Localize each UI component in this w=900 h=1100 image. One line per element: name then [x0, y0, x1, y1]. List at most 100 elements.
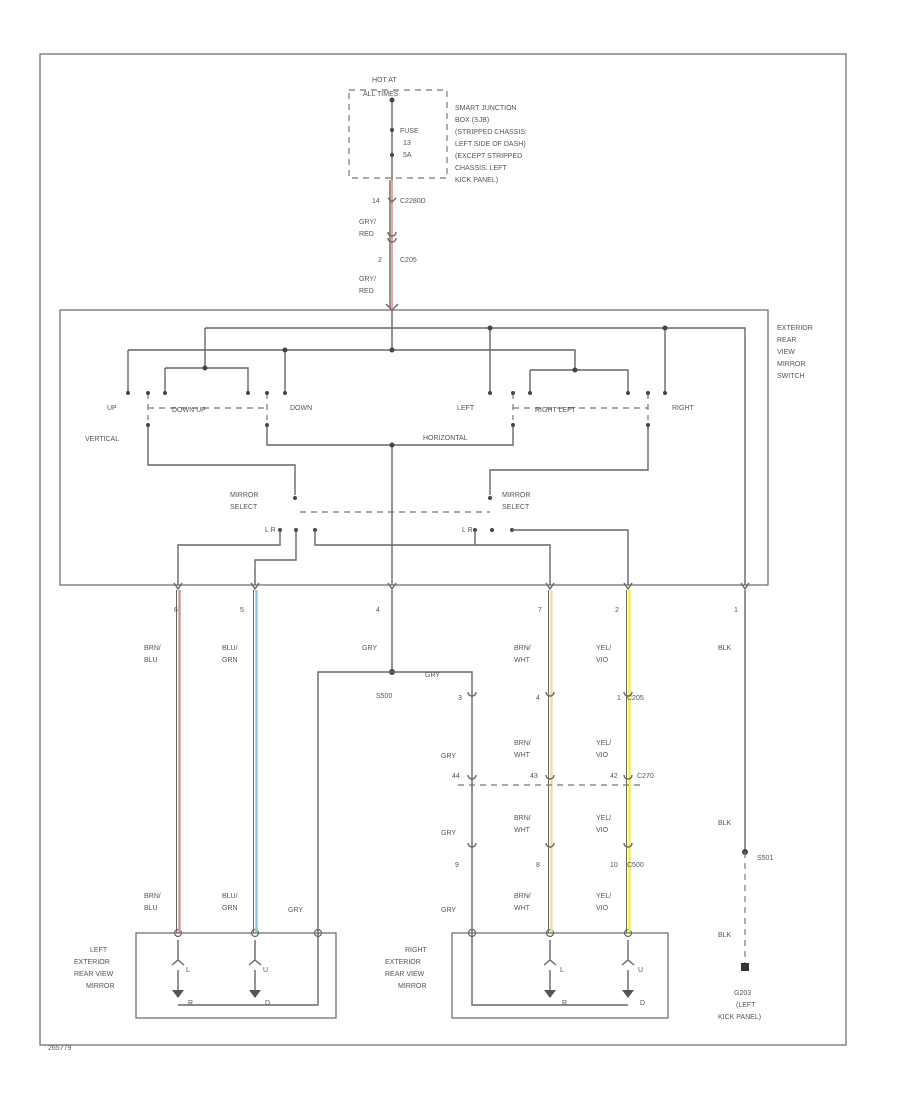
c500-label: C500	[627, 862, 644, 869]
svg-text:VIEW: VIEW	[777, 349, 795, 356]
page-code: 265779	[48, 1045, 71, 1052]
svg-text:MIRROR: MIRROR	[777, 361, 805, 368]
l-blu-label: BLU/	[222, 893, 238, 900]
up-label: UP	[107, 405, 117, 412]
c270-label: C270	[637, 773, 654, 780]
switch-pin-connector	[623, 582, 633, 591]
svg-text:EXTERIOR: EXTERIOR	[777, 325, 813, 332]
svg-text:SWITCH: SWITCH	[777, 373, 805, 380]
c205-pin-b: 4	[536, 695, 540, 702]
horizontal-label: HORIZONTAL	[423, 435, 468, 442]
svg-text:REAR VIEW: REAR VIEW	[385, 971, 425, 978]
left-label: LEFT	[457, 405, 475, 412]
ground-symbol	[741, 963, 749, 971]
c205-pin-c: 1	[617, 695, 621, 702]
wire-color-label: GRY/	[359, 219, 376, 226]
wire-label-brn-blu: BRN/	[144, 645, 161, 652]
left-mirror-label: LEFT EXTERIOR REAR VIEW MIRROR	[74, 947, 114, 990]
wire-color-label: GRY/	[359, 276, 376, 283]
r-yel-label-2: VIO	[596, 905, 609, 912]
ground-label: G203 (LEFT KICK PANEL)	[718, 990, 761, 1021]
c500-pin-a: 9	[455, 862, 459, 869]
brn-wht-lower-2: WHT	[514, 827, 531, 834]
svg-text:SMART JUNCTION: SMART JUNCTION	[455, 105, 517, 112]
fuse-label: FUSE	[400, 128, 419, 135]
svg-text:EXTERIOR: EXTERIOR	[385, 959, 421, 966]
yel-vio-mid-2: VIO	[596, 752, 609, 759]
wire-color-label: RED	[359, 288, 374, 295]
wire-label-brn-wht: BRN/	[514, 645, 531, 652]
svg-text:CHASSIS: LEFT: CHASSIS: LEFT	[455, 165, 507, 172]
c270-pin-c: 42	[610, 773, 618, 780]
svg-text:D: D	[640, 1000, 645, 1007]
svg-text:REAR VIEW: REAR VIEW	[74, 971, 114, 978]
down-up-label: DOWN UP	[172, 407, 206, 414]
svg-text:LEFT: LEFT	[90, 947, 108, 954]
l-brn-label-2: BLU	[144, 905, 158, 912]
pin-6: 6	[174, 607, 178, 614]
c205-pin-upper: 2	[378, 257, 382, 264]
switch-pin-connector	[387, 582, 397, 591]
yel-vio-lower: YEL/	[596, 815, 611, 822]
brn-wht-lower: BRN/	[514, 815, 531, 822]
fuse-number: 13	[403, 140, 411, 147]
switch-pin-connector	[740, 582, 750, 591]
wire-label-blk: BLK	[718, 645, 732, 652]
svg-text:U: U	[263, 967, 268, 974]
sjb-label: SMART JUNCTION BOX (SJB) (STRIPPED CHASS…	[455, 105, 527, 184]
l-brn-label: BRN/	[144, 893, 161, 900]
splice-s500-label: S500	[376, 693, 392, 700]
lr-left: L R	[265, 527, 276, 534]
sjb-box	[348, 89, 448, 179]
wire-label-yel-vio: YEL/	[596, 645, 611, 652]
harness-wires	[176, 590, 746, 933]
pin-2: 2	[615, 607, 619, 614]
switch-pin-connector	[173, 582, 183, 591]
wire-color-label: RED	[359, 231, 374, 238]
mirror-switch-label: EXTERIOR REAR VIEW MIRROR SWITCH	[777, 325, 813, 380]
wire-label-brn-wht-2: WHT	[514, 657, 531, 664]
pin-5: 5	[240, 607, 244, 614]
svg-text:(STRIPPED CHASSIS:: (STRIPPED CHASSIS:	[455, 129, 527, 136]
mirror-select-left-2: SELECT	[230, 504, 258, 511]
c270-pin-a: 44	[452, 773, 460, 780]
wire-label-yel-vio-2: VIO	[596, 657, 609, 664]
c2280d-pin: 14	[372, 198, 380, 205]
splice-s501-label: S501	[757, 855, 773, 862]
yel-vio-lower-2: VIO	[596, 827, 609, 834]
right-label: RIGHT	[672, 405, 695, 412]
gry-lower-label: GRY	[441, 830, 456, 837]
r-brn-label-2: WHT	[514, 905, 531, 912]
svg-text:KICK PANEL): KICK PANEL)	[455, 177, 498, 184]
blk-label-a: BLK	[718, 820, 732, 827]
gry-mid-label: GRY	[441, 753, 456, 760]
c205-label-upper: C205	[400, 257, 417, 264]
vertical-label: VERTICAL	[85, 436, 119, 443]
c205-label: C205	[627, 695, 644, 702]
svg-text:L: L	[560, 967, 564, 974]
svg-text:R: R	[188, 1000, 193, 1007]
svg-text:MIRROR: MIRROR	[86, 983, 114, 990]
all-times-label: ALL TIMES	[363, 91, 399, 98]
c270-pin-b: 43	[530, 773, 538, 780]
diagram-frame	[39, 53, 847, 1046]
mirror-select-right-2: SELECT	[502, 504, 530, 511]
wire-label-blu-grn: BLU/	[222, 645, 238, 652]
r-brn-label: BRN/	[514, 893, 531, 900]
switch-internal-wiring	[126, 310, 746, 585]
wire-label-brn-blu-2: BLU	[144, 657, 158, 664]
c500-pin-b: 8	[536, 862, 540, 869]
left-mirror-box	[135, 932, 337, 1019]
svg-text:D: D	[265, 1000, 270, 1007]
r-yel-label: YEL/	[596, 893, 611, 900]
mirror-select-left: MIRROR	[230, 492, 258, 499]
brn-wht-mid: BRN/	[514, 740, 531, 747]
c2280d-label: C2280D	[400, 198, 426, 205]
right-left-label: RIGHT LEFT	[535, 407, 576, 414]
right-mirror-motors: L U R D	[471, 933, 645, 1007]
svg-text:EXTERIOR: EXTERIOR	[74, 959, 110, 966]
svg-text:MIRROR: MIRROR	[398, 983, 426, 990]
svg-text:G203: G203	[734, 990, 751, 997]
